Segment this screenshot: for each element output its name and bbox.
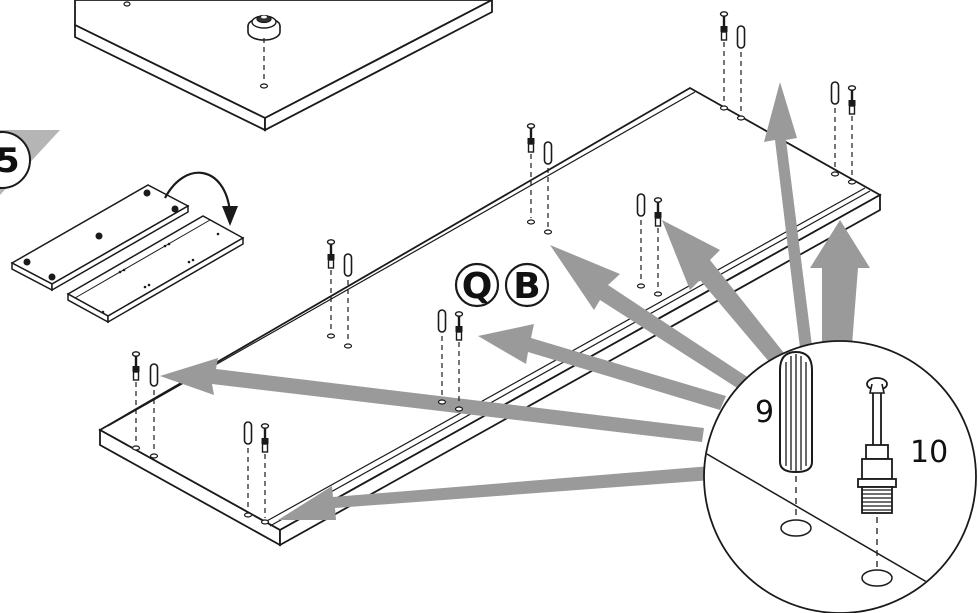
fastener-pair xyxy=(636,193,663,297)
direction-arrows xyxy=(160,82,870,520)
rotate-arrow-icon xyxy=(164,171,238,226)
fastener-pair xyxy=(526,122,553,235)
fastener-pair xyxy=(326,238,353,349)
step-badge: 5 xyxy=(0,130,60,195)
part-number-10: 10 xyxy=(910,435,948,470)
fastener-pair xyxy=(830,81,857,185)
fastener-pair xyxy=(131,350,159,459)
fasteners xyxy=(131,10,857,525)
bottom-panel xyxy=(98,86,882,547)
foot-glide xyxy=(247,14,281,41)
cam-bolt-part xyxy=(857,377,897,587)
fastener-pair xyxy=(437,309,464,412)
detail-callout: 9 10 xyxy=(703,340,977,613)
part-code-badges: Q B xyxy=(454,262,550,308)
orientation-thumbnail xyxy=(10,171,245,324)
badge-q: Q xyxy=(462,266,493,307)
step-number: 5 xyxy=(0,141,20,181)
dowel-part xyxy=(779,350,813,537)
fastener-pair xyxy=(243,421,270,525)
badge-b: B xyxy=(513,266,540,307)
top-panel xyxy=(74,0,493,132)
fastener-pair xyxy=(719,10,746,121)
part-number-9: 9 xyxy=(755,395,774,430)
